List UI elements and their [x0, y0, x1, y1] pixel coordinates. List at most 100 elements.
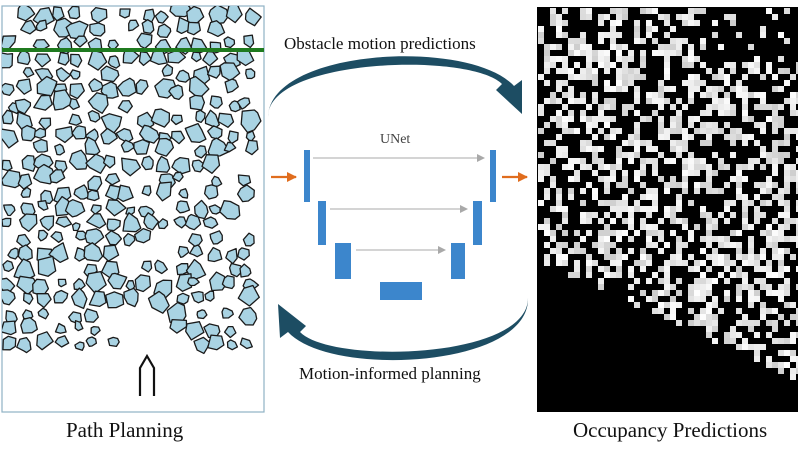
- occupancy-cell: [658, 230, 664, 236]
- obstacle: [123, 287, 139, 308]
- occupancy-cell: [706, 308, 712, 314]
- occupancy-cell: [616, 266, 622, 272]
- occupancy-cell: [688, 320, 694, 326]
- occupancy-cell: [670, 254, 676, 260]
- occupancy-cell: [694, 314, 700, 320]
- obstacle: [16, 336, 32, 354]
- occupancy-cell: [700, 320, 706, 326]
- occupancy-cell: [604, 62, 610, 68]
- occupancy-cell: [784, 248, 790, 254]
- obstacle: [73, 184, 90, 200]
- occupancy-cell: [784, 164, 790, 170]
- occupancy-cell: [586, 56, 592, 62]
- occupancy-cell: [736, 320, 742, 326]
- occupancy-cell: [712, 188, 718, 194]
- occupancy-cell: [610, 170, 616, 176]
- occupancy-cell: [694, 158, 700, 164]
- occupancy-cell: [604, 200, 610, 206]
- occupancy-cell: [628, 236, 634, 242]
- occupancy-cell: [712, 74, 718, 80]
- occupancy-cell: [670, 158, 676, 164]
- obstacle: [70, 287, 88, 310]
- occupancy-cell: [718, 236, 724, 242]
- occupancy-cell: [796, 170, 798, 176]
- occupancy-cell: [598, 248, 604, 254]
- occupancy-cell: [760, 26, 766, 32]
- obstacle: [211, 175, 223, 188]
- obstacle: [69, 69, 81, 80]
- occupancy-cell: [676, 146, 682, 152]
- occupancy-cell: [778, 290, 784, 296]
- occupancy-cell: [718, 98, 724, 104]
- occupancy-cell: [646, 98, 652, 104]
- occupancy-cell: [658, 104, 664, 110]
- occupancy-cell: [766, 188, 772, 194]
- motion-informed-planning-label: Motion-informed planning: [299, 364, 481, 383]
- occupancy-cell: [610, 176, 616, 182]
- occupancy-cell: [742, 140, 748, 146]
- occupancy-cell: [724, 14, 730, 20]
- occupancy-cell: [796, 68, 798, 74]
- occupancy-cell: [778, 248, 784, 254]
- occupancy-cell: [742, 320, 748, 326]
- occupancy-cell: [724, 122, 730, 128]
- occupancy-cell: [640, 140, 646, 146]
- occupancy-cell: [586, 44, 592, 50]
- occupancy-cell: [580, 212, 586, 218]
- occupancy-cell: [766, 284, 772, 290]
- obstacle: [141, 185, 152, 197]
- occupancy-cell: [670, 314, 676, 320]
- occupancy-cell: [592, 74, 598, 80]
- occupancy-cell: [688, 200, 694, 206]
- occupancy-cell: [784, 152, 790, 158]
- occupancy-cell: [748, 200, 754, 206]
- occupancy-cell: [748, 164, 754, 170]
- obstacle: [225, 6, 243, 24]
- occupancy-cell: [556, 68, 562, 74]
- occupancy-cell: [772, 254, 778, 260]
- occupancy-cell: [568, 92, 574, 98]
- occupancy-cell: [598, 32, 604, 38]
- occupancy-cell: [742, 278, 748, 284]
- occupancy-cell: [730, 20, 736, 26]
- obstacle: [90, 325, 101, 337]
- occupancy-cell: [736, 284, 742, 290]
- obstacle: [36, 331, 54, 351]
- obstacle: [184, 122, 207, 144]
- occupancy-cell: [796, 200, 798, 206]
- occupancy-cell: [772, 272, 778, 278]
- occupancy-cell: [610, 206, 616, 212]
- occupancy-cell: [724, 338, 730, 344]
- occupancy-cell: [760, 104, 766, 110]
- occupancy-cell: [598, 218, 604, 224]
- obstacle: [128, 19, 140, 32]
- occupancy-cell: [706, 278, 712, 284]
- occupancy-cell: [796, 308, 798, 314]
- occupancy-cell: [538, 164, 544, 170]
- occupancy-cell: [796, 368, 798, 374]
- occupancy-cell: [772, 122, 778, 128]
- occupancy-cell: [688, 14, 694, 20]
- occupancy-cell: [664, 314, 670, 320]
- occupancy-cell: [556, 242, 562, 248]
- obstacle: [102, 154, 116, 169]
- occupancy-cell: [772, 164, 778, 170]
- occupancy-cell: [562, 80, 568, 86]
- occupancy-cell: [766, 356, 772, 362]
- occupancy-cell: [688, 116, 694, 122]
- occupancy-cell: [616, 146, 622, 152]
- obstacle: [142, 8, 156, 23]
- occupancy-cell: [670, 206, 676, 212]
- occupancy-cell: [712, 20, 718, 26]
- occupancy-cell: [568, 188, 574, 194]
- occupancy-cell: [766, 182, 772, 188]
- occupancy-cell: [694, 56, 700, 62]
- occupancy-cell: [748, 290, 754, 296]
- occupancy-cell: [784, 68, 790, 74]
- occupancy-cell: [556, 26, 562, 32]
- occupancy-cell: [676, 218, 682, 224]
- occupancy-cell: [736, 332, 742, 338]
- occupancy-cell: [796, 110, 798, 116]
- obstacle: [33, 127, 47, 139]
- occupancy-cell: [550, 98, 556, 104]
